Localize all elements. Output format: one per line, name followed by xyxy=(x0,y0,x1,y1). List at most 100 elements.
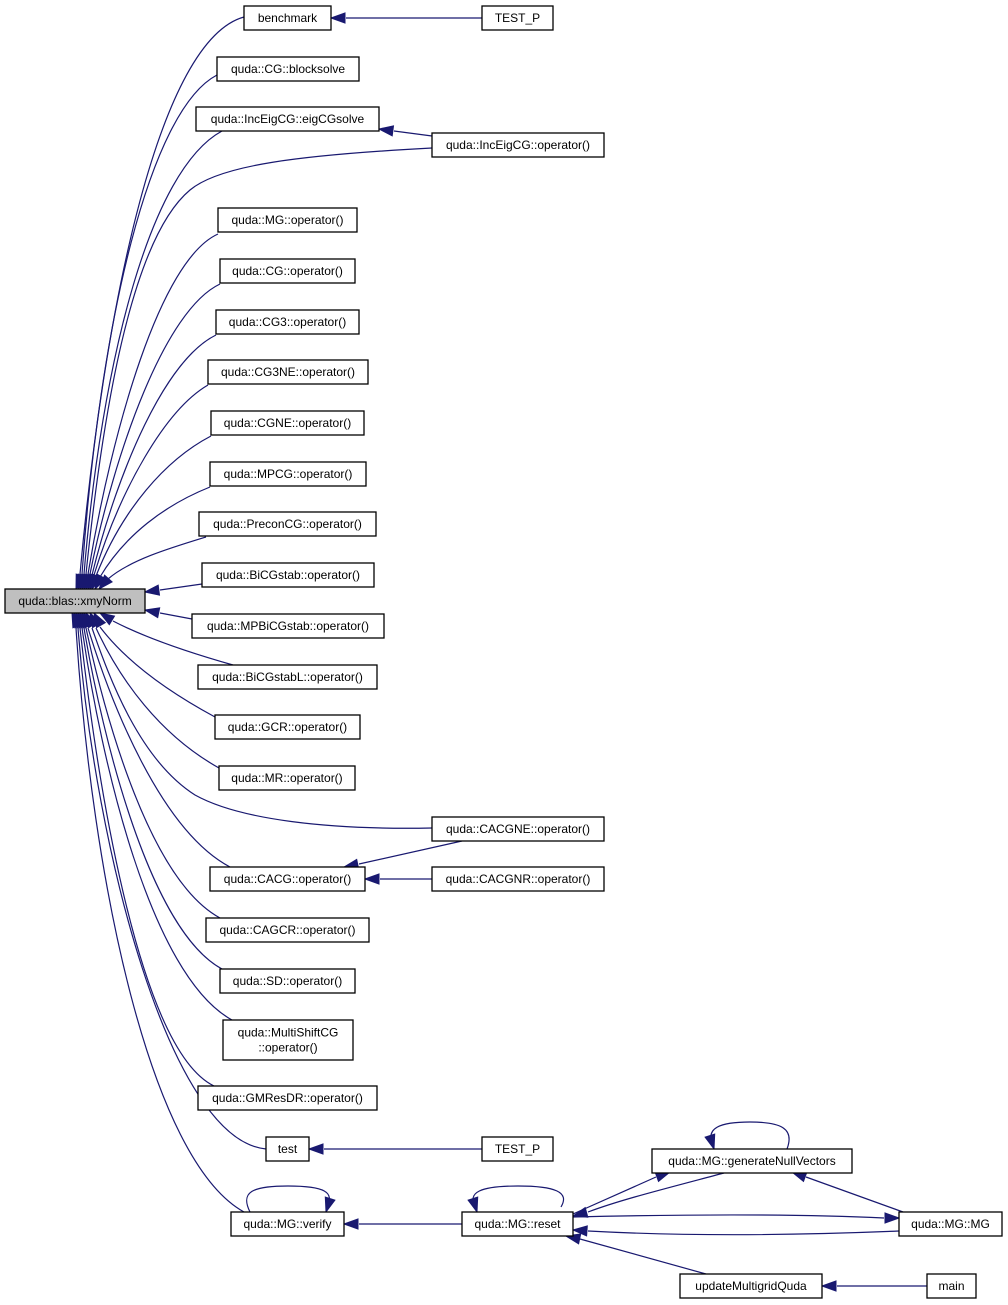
edge-line xyxy=(472,1185,565,1209)
node-mpbicgstab_op[interactable]: quda::MPBiCGstab::operator() xyxy=(191,613,385,639)
edge-line xyxy=(87,233,219,575)
node-cg_blocksolve[interactable]: quda::CG::blocksolve xyxy=(216,56,360,82)
node-label: quda::MG::verify xyxy=(243,1217,331,1231)
node-gmresdr_op[interactable]: quda::GMResDR::operator() xyxy=(197,1085,378,1111)
node-label: TEST_P xyxy=(495,1142,540,1156)
node-mg_gennull[interactable]: quda::MG::generateNullVectors xyxy=(651,1148,853,1174)
edge-line xyxy=(710,1121,790,1150)
edge-mg_reset-to-mg_reset xyxy=(467,1185,565,1214)
edge-line xyxy=(83,627,223,970)
node-box xyxy=(197,664,378,690)
node-label: quda::MG::generateNullVectors xyxy=(668,1154,835,1168)
node-benchmark[interactable]: benchmark xyxy=(243,5,332,31)
node-label: quda::CG3NE::operator() xyxy=(221,365,355,379)
edge-test_p_1-to-benchmark xyxy=(329,12,482,24)
node-box xyxy=(679,1273,823,1299)
node-cg3ne_op[interactable]: quda::CG3NE::operator() xyxy=(207,359,369,385)
node-mg_reset[interactable]: quda::MG::reset xyxy=(461,1211,574,1237)
node-test[interactable]: test xyxy=(265,1136,310,1162)
node-bicgstab_op[interactable]: quda::BiCGstab::operator() xyxy=(201,562,375,588)
edge-line xyxy=(579,1238,707,1275)
node-cacgne_op[interactable]: quda::CACGNE::operator() xyxy=(431,816,605,842)
node-cgne_op[interactable]: quda::CGNE::operator() xyxy=(210,410,365,436)
edge-mpcg_op-to-xmyNorm xyxy=(94,486,211,591)
arrow-head-icon xyxy=(704,1133,716,1151)
node-cg_op[interactable]: quda::CG::operator() xyxy=(219,258,356,284)
node-inceig_op[interactable]: quda::IncEigCG::operator() xyxy=(431,132,605,158)
node-box xyxy=(205,917,370,943)
arrow-head-icon xyxy=(884,1212,901,1224)
arrow-head-icon xyxy=(571,1206,589,1218)
node-box xyxy=(217,207,358,233)
arrow-head-icon xyxy=(363,873,380,885)
edge-line xyxy=(587,1172,725,1213)
edge-mg_mg-to-mg_gennull xyxy=(790,1171,904,1213)
edge-mg_verify-to-xmyNorm xyxy=(71,611,245,1213)
node-label: quda::IncEigCG::eigCGsolve xyxy=(211,112,365,126)
edge-line xyxy=(89,283,221,575)
arrow-head-icon xyxy=(324,1196,336,1214)
edge-line xyxy=(91,334,217,576)
node-box xyxy=(209,461,367,487)
node-mg_op[interactable]: quda::MG::operator() xyxy=(217,207,358,233)
node-mg_mg[interactable]: quda::MG::MG xyxy=(898,1211,1003,1237)
arrow-head-icon xyxy=(377,125,395,137)
node-box xyxy=(207,359,369,385)
edge-cg_op-to-xmyNorm xyxy=(85,283,221,591)
node-box xyxy=(265,1136,310,1162)
edge-line xyxy=(159,583,203,591)
node-inceig_eigcgsolve[interactable]: quda::IncEigCG::eigCGsolve xyxy=(195,106,380,132)
node-box xyxy=(215,309,360,335)
node-cagcr_op[interactable]: quda::CAGCR::operator() xyxy=(205,917,370,943)
edge-line xyxy=(85,627,221,919)
edge-line xyxy=(79,627,215,1087)
node-box xyxy=(195,106,380,132)
node-label: ::operator() xyxy=(258,1041,317,1055)
node-mg_verify[interactable]: quda::MG::verify xyxy=(230,1211,345,1237)
node-label: quda::CACG::operator() xyxy=(224,872,351,886)
node-preconcg_op[interactable]: quda::PreconCG::operator() xyxy=(198,511,377,537)
edge-line xyxy=(93,384,209,576)
edge-line xyxy=(85,147,433,575)
node-box xyxy=(201,562,375,588)
node-label: quda::MPCG::operator() xyxy=(224,467,353,481)
edge-main-to-update_mg xyxy=(820,1280,927,1292)
edge-line xyxy=(393,130,433,137)
node-xmyNorm[interactable]: quda::blas::xmyNorm xyxy=(4,588,146,614)
node-gcr_op[interactable]: quda::GCR::operator() xyxy=(214,714,361,740)
node-label: quda::BiCGstabL::operator() xyxy=(212,670,363,684)
node-sd_op[interactable]: quda::SD::operator() xyxy=(219,968,356,994)
node-box xyxy=(218,765,356,791)
edge-cacgne_op-to-cacg_op xyxy=(342,840,463,870)
node-label: updateMultigridQuda xyxy=(695,1279,807,1293)
node-cacg_op[interactable]: quda::CACG::operator() xyxy=(209,866,366,892)
edge-line xyxy=(572,1176,657,1215)
arrow-head-icon xyxy=(71,611,83,629)
edge-test_p_2-to-test xyxy=(307,1143,482,1155)
node-cg3_op[interactable]: quda::CG3::operator() xyxy=(215,309,360,335)
node-mpcg_op[interactable]: quda::MPCG::operator() xyxy=(209,461,367,487)
edge-line xyxy=(81,74,218,575)
edge-line xyxy=(159,612,193,620)
node-box xyxy=(230,1211,345,1237)
node-label: quda::MultiShiftCG xyxy=(238,1026,339,1040)
node-cacgnr_op[interactable]: quda::CACGNR::operator() xyxy=(431,866,605,892)
edge-mg_mg-to-mg_reset xyxy=(571,1225,900,1237)
node-multishift_op[interactable]: quda::MultiShiftCG::operator() xyxy=(222,1019,354,1061)
node-test_p_2[interactable]: TEST_P xyxy=(481,1136,554,1162)
edge-mg_reset-to-mg_verify xyxy=(342,1218,462,1230)
arrow-head-icon xyxy=(98,574,113,591)
node-mr_op[interactable]: quda::MR::operator() xyxy=(218,765,356,791)
edge-preconcg_op-to-xmyNorm xyxy=(98,536,207,591)
edge-inceig_op-to-inceig_eigcgsolve xyxy=(377,125,433,137)
node-test_p_1[interactable]: TEST_P xyxy=(481,5,554,31)
node-box xyxy=(4,588,146,614)
arrow-head-icon xyxy=(98,612,116,626)
node-main[interactable]: main xyxy=(926,1273,977,1299)
node-bicgstabl_op[interactable]: quda::BiCGstabL::operator() xyxy=(197,664,378,690)
node-label: quda::GMResDR::operator() xyxy=(212,1091,363,1105)
edge-line xyxy=(246,1185,330,1213)
node-update_mg[interactable]: updateMultigridQuda xyxy=(679,1273,823,1299)
edge-line xyxy=(75,627,245,1213)
node-label: quda::GCR::operator() xyxy=(228,720,347,734)
